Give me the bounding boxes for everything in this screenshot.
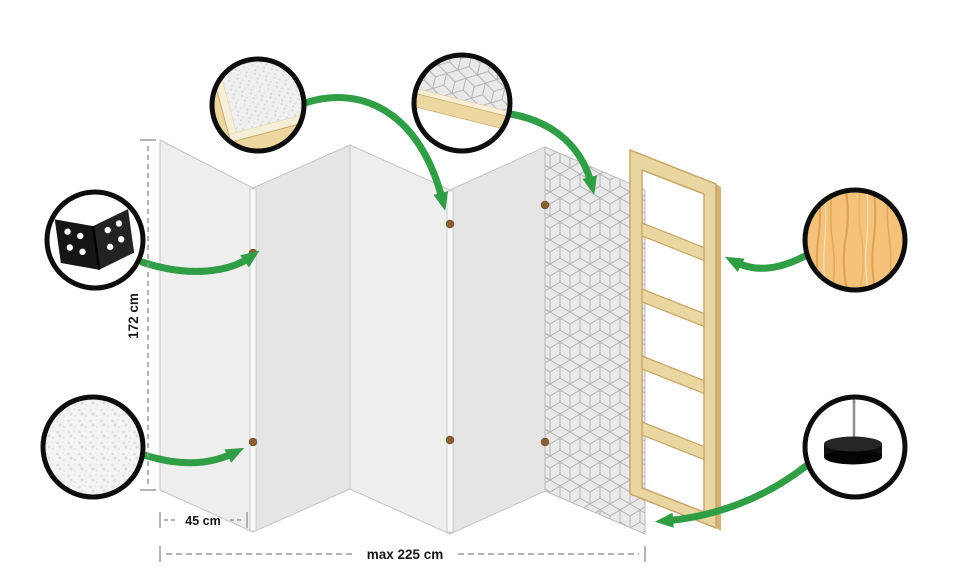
panel-3: [349, 144, 451, 535]
fold-edge-2: [446, 190, 454, 533]
arrow-foot: [654, 462, 810, 528]
arrow-wood: [724, 252, 809, 272]
panel-width-label: 45 cm: [185, 514, 220, 528]
foot-icon: [824, 397, 882, 465]
fold-edge-1: [249, 188, 257, 532]
frame-rung: [641, 222, 705, 262]
callout-pattern-corner: [411, 52, 513, 154]
fabric-texture-icon: [43, 397, 143, 497]
dimension-panel-width: [159, 512, 248, 528]
panel-4: [449, 146, 546, 535]
hinge-dot: [445, 219, 455, 229]
arrow-pattern: [507, 110, 598, 195]
dimension-max-width: [159, 546, 646, 562]
dimension-height: [140, 139, 156, 491]
hinge-dot: [540, 437, 550, 447]
panel-5-pattern: [544, 146, 646, 535]
frame-rung: [641, 355, 705, 395]
hinge-dot: [248, 437, 258, 447]
hinge-icon: [54, 209, 135, 270]
hinge-dot: [445, 435, 455, 445]
frame-rung: [641, 421, 705, 461]
callout-wood: [802, 187, 908, 293]
height-label: 172 cm: [126, 293, 141, 339]
arrow-frame-corner: [301, 94, 449, 211]
frame-rung: [641, 288, 705, 328]
hinge-dot: [540, 200, 550, 210]
max-width-label: max 225 cm: [367, 547, 444, 562]
panel-1: [159, 139, 254, 533]
callout-fabric: [40, 394, 146, 500]
frame-side-face: [716, 184, 721, 531]
callout-hinge: [44, 189, 146, 291]
callout-frame-corner: [209, 56, 307, 154]
arrow-fabric: [140, 447, 245, 467]
arrow-hinge: [138, 250, 260, 275]
callout-arrows: [138, 94, 810, 528]
folding-screen: [159, 139, 646, 535]
callout-foot: [802, 394, 908, 500]
panel-2: [252, 144, 351, 533]
